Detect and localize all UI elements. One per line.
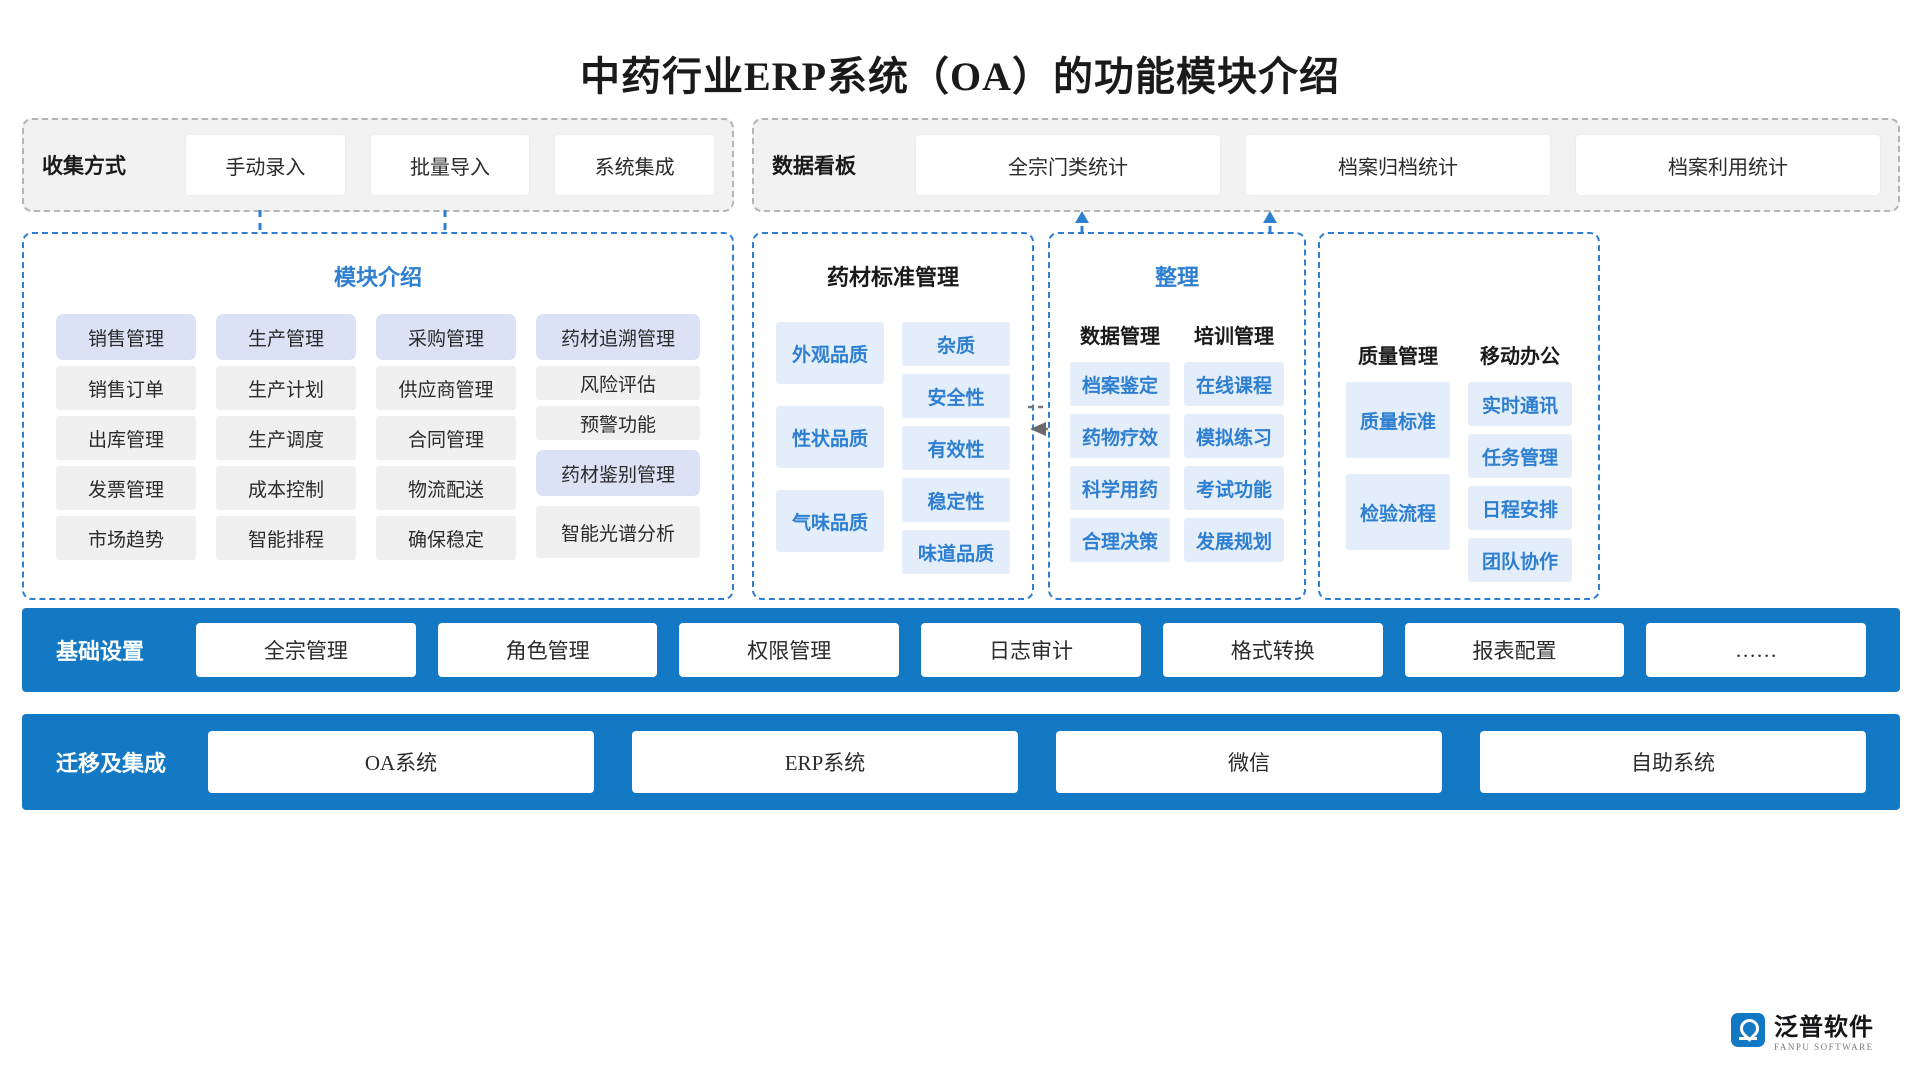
module-item-chip[interactable]: 风险评估 [536, 366, 700, 400]
organize-panel: 整理 数据管理 档案鉴定 药物疗效 科学用药 合理决策 培训管理 在线课程 模拟… [1048, 232, 1306, 600]
data-dashboard-card[interactable]: 全宗门类统计 [916, 135, 1220, 195]
data-dashboard-strip: 数据看板 全宗门类统计 档案归档统计 档案利用统计 [752, 118, 1900, 212]
herb-column-right: 杂质 安全性 有效性 稳定性 味道品质 [902, 322, 1010, 574]
basic-settings-card[interactable]: 角色管理 [437, 623, 658, 677]
mobile-office-chip[interactable]: 实时通讯 [1468, 382, 1572, 426]
organize-chip[interactable]: 考试功能 [1184, 466, 1284, 510]
brand-logo: 泛普软件 FANPU SOFTWARE [1731, 1007, 1874, 1052]
module-column-sales: 销售管理 销售订单 出库管理 发票管理 市场趋势 [56, 314, 196, 560]
module-item-chip[interactable]: 成本控制 [216, 466, 356, 510]
module-item-chip[interactable]: 发票管理 [56, 466, 196, 510]
herb-chip[interactable]: 安全性 [902, 374, 1010, 418]
herb-column-left: 外观品质 性状品质 气味品质 [776, 322, 884, 574]
herb-chip[interactable]: 性状品质 [776, 406, 884, 468]
migration-card[interactable]: 自助系统 [1480, 731, 1866, 793]
data-dashboard-label: 数据看板 [772, 154, 856, 178]
mobile-office-column-head: 移动办公 [1480, 345, 1560, 368]
organize-chip[interactable]: 合理决策 [1070, 518, 1170, 562]
migration-label: 迁移及集成 [56, 751, 167, 776]
module-item-chip[interactable]: 合同管理 [376, 416, 516, 460]
basic-settings-card[interactable]: 权限管理 [679, 623, 900, 677]
organize-chip[interactable]: 档案鉴定 [1070, 362, 1170, 406]
organize-chip[interactable]: 科学用药 [1070, 466, 1170, 510]
organize-column-head: 数据管理 [1080, 325, 1160, 348]
module-head-chip[interactable]: 销售管理 [56, 314, 196, 360]
module-item-chip[interactable]: 销售订单 [56, 366, 196, 410]
mobile-office-chip[interactable]: 团队协作 [1468, 538, 1572, 582]
module-item-chip[interactable]: 智能排程 [216, 516, 356, 560]
organize-chip[interactable]: 药物疗效 [1070, 414, 1170, 458]
herb-chip[interactable]: 外观品质 [776, 322, 884, 384]
migration-card[interactable]: OA系统 [208, 731, 594, 793]
module-intro-panel: 模块介绍 销售管理 销售订单 出库管理 发票管理 市场趋势 生产管理 生产计划 … [22, 232, 734, 600]
data-dashboard-card[interactable]: 档案归档统计 [1246, 135, 1550, 195]
migration-integration-bar: 迁移及集成 OA系统 ERP系统 微信 自助系统 [22, 714, 1900, 810]
collect-method-label: 收集方式 [42, 154, 126, 178]
organize-chip[interactable]: 在线课程 [1184, 362, 1284, 406]
collect-method-strip: 收集方式 手动录入 批量导入 系统集成 [22, 118, 734, 212]
module-item-chip[interactable]: 确保稳定 [376, 516, 516, 560]
collect-method-card[interactable]: 系统集成 [555, 135, 715, 195]
organize-chip[interactable]: 模拟练习 [1184, 414, 1284, 458]
basic-settings-label: 基础设置 [56, 639, 145, 664]
collect-method-card[interactable]: 批量导入 [370, 135, 530, 195]
basic-settings-bar: 基础设置 全宗管理 角色管理 权限管理 日志审计 格式转换 报表配置 …… [22, 608, 1900, 692]
basic-settings-card[interactable]: 格式转换 [1162, 623, 1383, 677]
quality-column: 质量管理 质量标准 检验流程 [1346, 334, 1450, 582]
module-item-chip[interactable]: 出库管理 [56, 416, 196, 460]
herb-standard-panel: 药材标准管理 外观品质 性状品质 气味品质 杂质 安全性 有效性 稳定性 味道品… [752, 232, 1034, 600]
module-item-chip[interactable]: 预警功能 [536, 406, 700, 440]
migration-card[interactable]: ERP系统 [632, 731, 1018, 793]
organize-title: 整理 [1154, 265, 1199, 290]
module-item-chip[interactable]: 生产计划 [216, 366, 356, 410]
module-column-traceability: 药材追溯管理 风险评估 预警功能 药材鉴别管理 智能光谱分析 [536, 314, 700, 560]
quality-mobile-panel: 质量管理 质量标准 检验流程 移动办公 实时通讯 任务管理 日程安排 团队协作 [1318, 232, 1600, 600]
herb-chip[interactable]: 气味品质 [776, 490, 884, 552]
herb-chip[interactable]: 有效性 [902, 426, 1010, 470]
brand-sub: FANPU SOFTWARE [1774, 1042, 1874, 1052]
module-column-production: 生产管理 生产计划 生产调度 成本控制 智能排程 [216, 314, 356, 560]
mobile-office-chip[interactable]: 任务管理 [1468, 434, 1572, 478]
module-item-chip[interactable]: 生产调度 [216, 416, 356, 460]
organize-chip[interactable]: 发展规划 [1184, 518, 1284, 562]
brand-name: 泛普软件 [1774, 1015, 1874, 1041]
module-intro-title: 模块介绍 [333, 265, 422, 290]
basic-settings-card[interactable]: 日志审计 [921, 623, 1141, 677]
data-dashboard-items: 全宗门类统计 档案归档统计 档案利用统计 [916, 135, 1880, 195]
basic-settings-card[interactable]: 报表配置 [1404, 623, 1625, 677]
herb-standard-title: 药材标准管理 [826, 265, 959, 290]
collect-method-card[interactable]: 手动录入 [186, 135, 345, 195]
quality-column-head: 质量管理 [1358, 345, 1438, 368]
migration-items: OA系统 ERP系统 微信 自助系统 [196, 731, 1866, 793]
herb-chip[interactable]: 稳定性 [902, 478, 1010, 522]
module-head-chip[interactable]: 药材追溯管理 [536, 314, 700, 360]
quality-chip[interactable]: 质量标准 [1346, 382, 1450, 458]
module-head-chip[interactable]: 药材鉴别管理 [536, 450, 700, 496]
module-head-chip[interactable]: 生产管理 [216, 314, 356, 360]
data-dashboard-card[interactable]: 档案利用统计 [1576, 135, 1880, 195]
mobile-office-column: 移动办公 实时通讯 任务管理 日程安排 团队协作 [1468, 334, 1572, 582]
organize-column-head: 培训管理 [1194, 325, 1274, 348]
brand-text: 泛普软件 FANPU SOFTWARE [1774, 1007, 1874, 1052]
mobile-office-chip[interactable]: 日程安排 [1468, 486, 1572, 530]
module-head-chip[interactable]: 采购管理 [376, 314, 516, 360]
basic-settings-items: 全宗管理 角色管理 权限管理 日志审计 格式转换 报表配置 …… [196, 623, 1867, 677]
module-item-chip[interactable]: 市场趋势 [56, 516, 196, 560]
module-column-purchase: 采购管理 供应商管理 合同管理 物流配送 确保稳定 [376, 314, 516, 560]
module-item-chip[interactable]: 智能光谱分析 [536, 506, 700, 558]
herb-chip[interactable]: 杂质 [902, 322, 1010, 366]
module-item-chip[interactable]: 物流配送 [376, 466, 516, 510]
migration-card[interactable]: 微信 [1056, 731, 1442, 793]
herb-chip[interactable]: 味道品质 [902, 530, 1010, 574]
quality-chip[interactable]: 检验流程 [1346, 474, 1450, 550]
organize-column-data: 数据管理 档案鉴定 药物疗效 科学用药 合理决策 [1070, 314, 1170, 562]
collect-method-items: 手动录入 批量导入 系统集成 [186, 135, 715, 195]
organize-column-training: 培训管理 在线课程 模拟练习 考试功能 发展规划 [1184, 314, 1284, 562]
basic-settings-card[interactable]: 全宗管理 [196, 623, 416, 677]
fanpu-logo-icon [1731, 1012, 1765, 1047]
module-item-chip[interactable]: 供应商管理 [376, 366, 516, 410]
basic-settings-card-more[interactable]: …… [1646, 623, 1867, 677]
page-title: 中药行业ERP系统（OA）的功能模块介绍 [580, 54, 1340, 99]
